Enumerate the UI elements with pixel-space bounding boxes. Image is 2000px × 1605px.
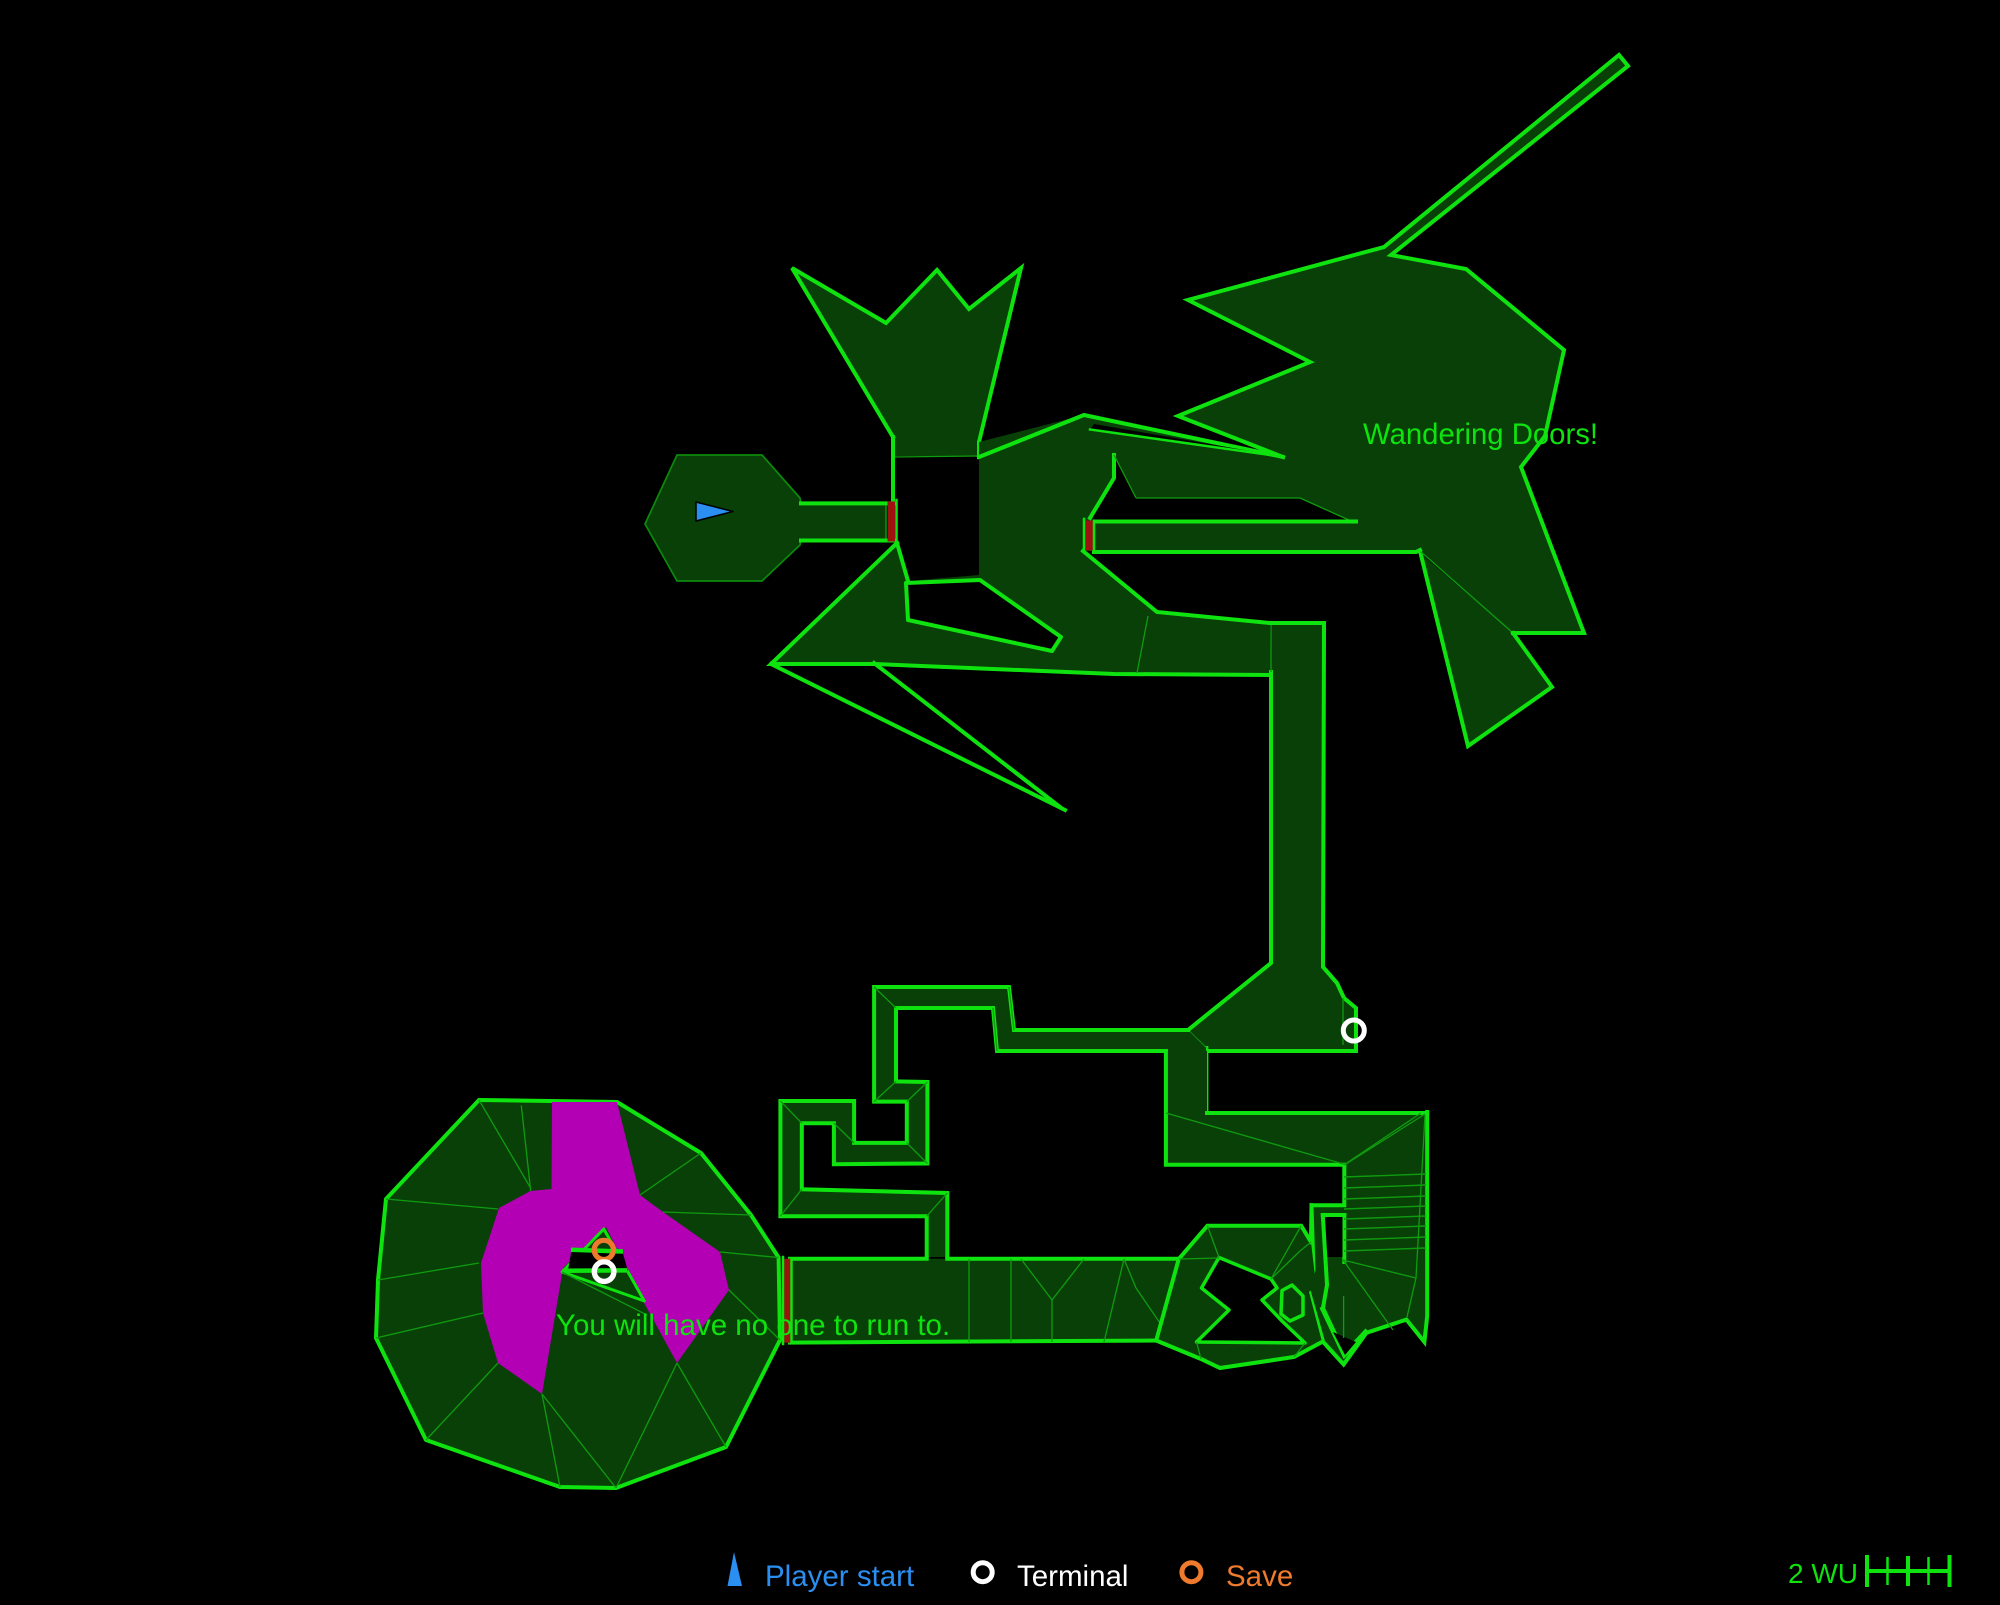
svg-text:Player start: Player start bbox=[765, 1560, 914, 1593]
svg-text:You will have no one to run to: You will have no one to run to. bbox=[556, 1309, 950, 1342]
svg-text:Terminal: Terminal bbox=[1017, 1560, 1128, 1593]
svg-text:Save: Save bbox=[1226, 1560, 1293, 1593]
svg-text:2 WU: 2 WU bbox=[1788, 1558, 1858, 1589]
svg-text:Wandering Doors!: Wandering Doors! bbox=[1363, 418, 1598, 451]
